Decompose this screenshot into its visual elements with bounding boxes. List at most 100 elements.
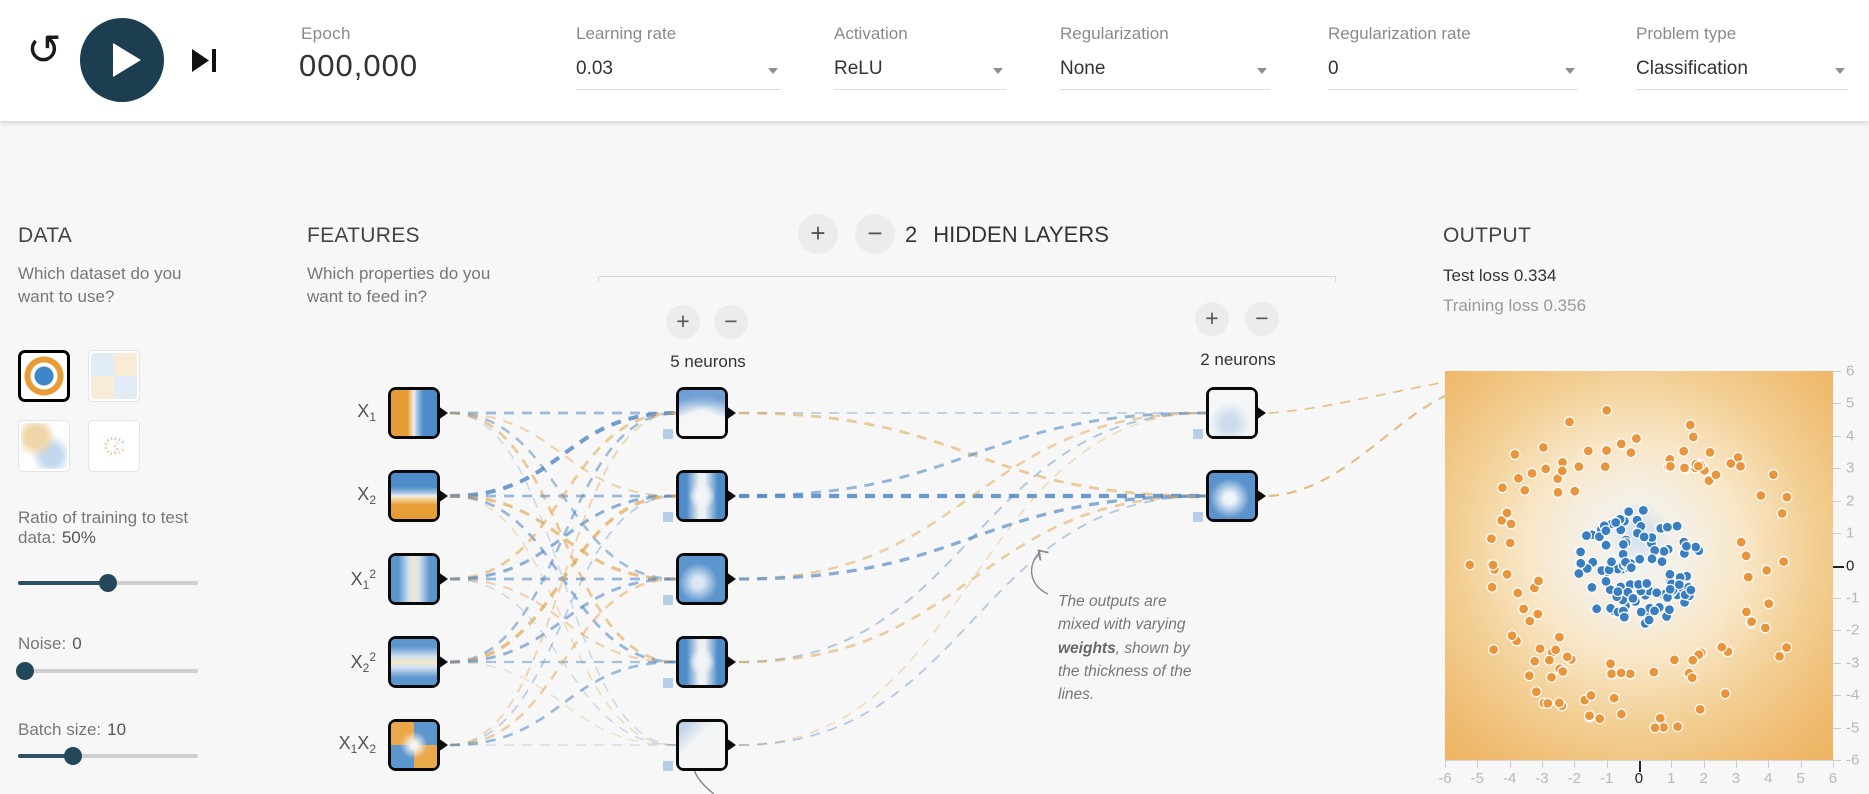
data-point-blue [1658,545,1670,557]
regularization-value[interactable]: None [1060,58,1270,90]
weight-line[interactable] [449,411,677,664]
weight-line[interactable] [738,494,1207,581]
weight-line[interactable] [449,411,677,498]
weight-line[interactable] [1268,381,1446,414]
weight-line[interactable] [449,411,677,581]
x-tick-label: -6 [1438,770,1452,787]
weight-line[interactable] [738,494,1207,664]
data-point-orange [1648,666,1660,678]
layer1-remove-neuron-button[interactable]: − [714,305,748,339]
layer2-neuron-2[interactable] [1193,470,1266,522]
weight-line[interactable] [449,411,677,498]
dataset-gaussian-thumb[interactable] [18,420,70,472]
layer2-remove-neuron-button[interactable]: − [1245,302,1279,336]
spiral-dataset-icon [104,437,126,455]
layer1-neuron-1[interactable] [663,387,736,439]
activation-value[interactable]: ReLU [834,58,1006,90]
data-point-orange [1615,438,1627,450]
step-forward-icon[interactable] [190,47,220,74]
output-nub [438,572,448,586]
feature-node-x2sq[interactable] [388,636,448,688]
data-point-orange [1532,608,1544,620]
output-panel-title: OUTPUT [1443,224,1532,247]
weight-line[interactable] [449,495,677,746]
bias-square[interactable] [1193,512,1203,522]
weight-line[interactable] [449,577,677,747]
data-point-orange [1556,465,1568,477]
chevron-down-icon[interactable] [1257,68,1267,74]
heatmap [1209,390,1255,436]
noise-slider[interactable] [16,662,198,680]
reset-network-icon[interactable]: ↺ [26,26,62,73]
ratio-value: 50% [61,528,96,547]
x-tick-label: -4 [1502,770,1517,787]
batch-size-slider[interactable] [18,747,198,765]
slider-thumb[interactable] [64,747,82,765]
layer2-neurons-label: 2 neurons [1200,350,1276,369]
weight-line[interactable] [449,412,677,746]
feature-node-x2[interactable] [388,470,448,522]
y-tick-label: 3 [1846,459,1855,477]
bias-square[interactable] [663,512,673,522]
play-pause-button[interactable] [80,18,164,102]
layer1-neuron-2[interactable] [663,470,736,522]
hidden-layers-count: 2 [905,222,918,247]
regularization-rate-value[interactable]: 0 [1328,58,1578,90]
weight-line[interactable] [449,494,677,581]
layer1-neuron-5[interactable] [663,719,736,771]
learning-rate-value[interactable]: 0.03 [576,58,781,90]
bias-square[interactable] [663,678,673,688]
feature-node-x1sq[interactable] [388,553,448,605]
hidden-layers-label: HIDDEN LAYERS [933,222,1109,247]
chevron-down-icon[interactable] [768,68,778,74]
weight-line[interactable] [449,494,677,581]
heatmap [679,473,725,519]
chevron-down-icon[interactable] [993,68,1003,74]
chevron-down-icon[interactable] [1565,68,1575,74]
ratio-label: Ratio of training to test data:50% [18,508,198,548]
data-point-blue [1664,568,1676,580]
weight-line[interactable] [738,412,1207,746]
layer1-neuron-4[interactable] [663,636,736,688]
weight-line[interactable] [449,494,677,664]
dataset-xor-thumb[interactable] [88,350,140,402]
weight-line[interactable] [738,495,1207,746]
problem-type-value[interactable]: Classification [1636,58,1848,90]
layer1-add-neuron-button[interactable]: + [666,305,700,339]
slider-thumb[interactable] [99,574,117,592]
weight-line[interactable] [449,495,677,746]
weight-line[interactable] [449,661,677,746]
weight-line[interactable] [449,577,677,664]
dataset-spiral-thumb[interactable] [88,420,140,472]
weight-line[interactable] [738,412,1207,663]
bias-square[interactable] [1193,429,1203,439]
bias-square[interactable] [663,429,673,439]
feature-node-x1[interactable] [388,387,448,439]
weight-line[interactable] [449,660,677,747]
weight-line[interactable] [1268,395,1446,497]
chevron-down-icon[interactable] [1835,68,1845,74]
bias-square[interactable] [663,761,673,771]
feature-node-x1x2[interactable] [388,719,448,771]
weight-line[interactable] [449,411,677,664]
y-tick: -3 [1833,654,1859,671]
slider-thumb[interactable] [16,662,34,680]
remove-layer-button[interactable]: − [855,214,895,254]
batch-size-label: Batch size:10 [18,720,126,740]
weight-line[interactable] [738,411,1207,581]
ratio-slider[interactable] [18,574,198,592]
data-point-blue [1600,525,1612,537]
weight-line[interactable] [738,411,1207,498]
add-layer-button[interactable]: + [798,214,838,254]
weight-line[interactable] [449,577,677,664]
data-point-orange [1585,689,1597,701]
weight-line[interactable] [449,412,677,746]
slider-track[interactable] [18,669,198,673]
layer1-neuron-3[interactable] [663,553,736,605]
slider-track[interactable] [18,754,198,758]
layer2-neuron-1[interactable] [1193,387,1266,439]
dataset-circle-thumb[interactable] [18,350,70,402]
bias-square[interactable] [663,595,673,605]
layer2-add-neuron-button[interactable]: + [1195,302,1229,336]
